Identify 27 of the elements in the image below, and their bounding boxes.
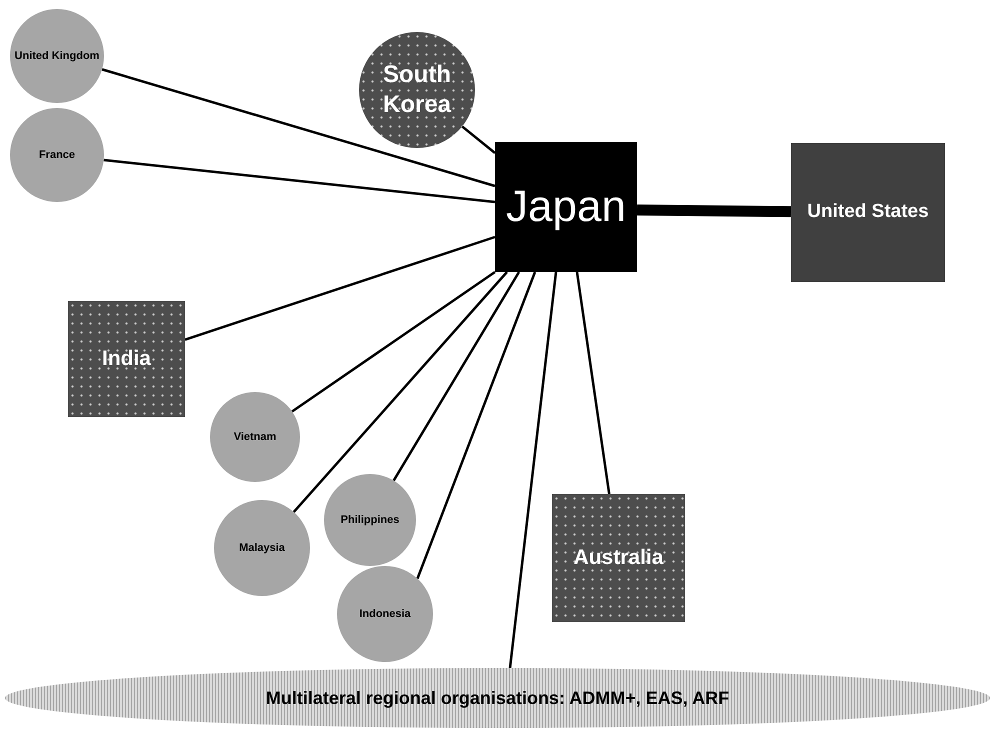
- connector-line: [291, 270, 496, 413]
- country-label: Indonesia: [358, 606, 412, 622]
- connector-line: [576, 272, 610, 494]
- country-box: [68, 301, 185, 417]
- country-label: France: [38, 148, 76, 163]
- country-label: Malaysia: [238, 540, 286, 556]
- country-label: Japan: [505, 181, 627, 233]
- connector-line: [508, 272, 558, 668]
- connector-line: [416, 272, 536, 580]
- country-label: India: [100, 346, 152, 372]
- connector-line: [392, 271, 520, 482]
- connector-line: [104, 158, 496, 204]
- connector-line: [102, 68, 496, 188]
- connector-line: [292, 271, 508, 513]
- country-label: United Kingdom: [14, 48, 100, 64]
- country-label: South Korea: [382, 60, 452, 120]
- country-label: Multilateral regional organisations: ADMM+, EAS, ARF: [264, 686, 730, 710]
- country-box: [552, 494, 685, 622]
- country-label: Australia: [572, 545, 664, 572]
- connector-line: [184, 236, 496, 341]
- country-box: [495, 142, 637, 272]
- country-label: Philippines: [340, 512, 400, 528]
- country-box: [791, 143, 945, 282]
- country-label: United States: [806, 200, 930, 224]
- country-label: Vietnam: [232, 430, 278, 445]
- connector-line: [461, 125, 496, 154]
- connector-line: [636, 204, 792, 218]
